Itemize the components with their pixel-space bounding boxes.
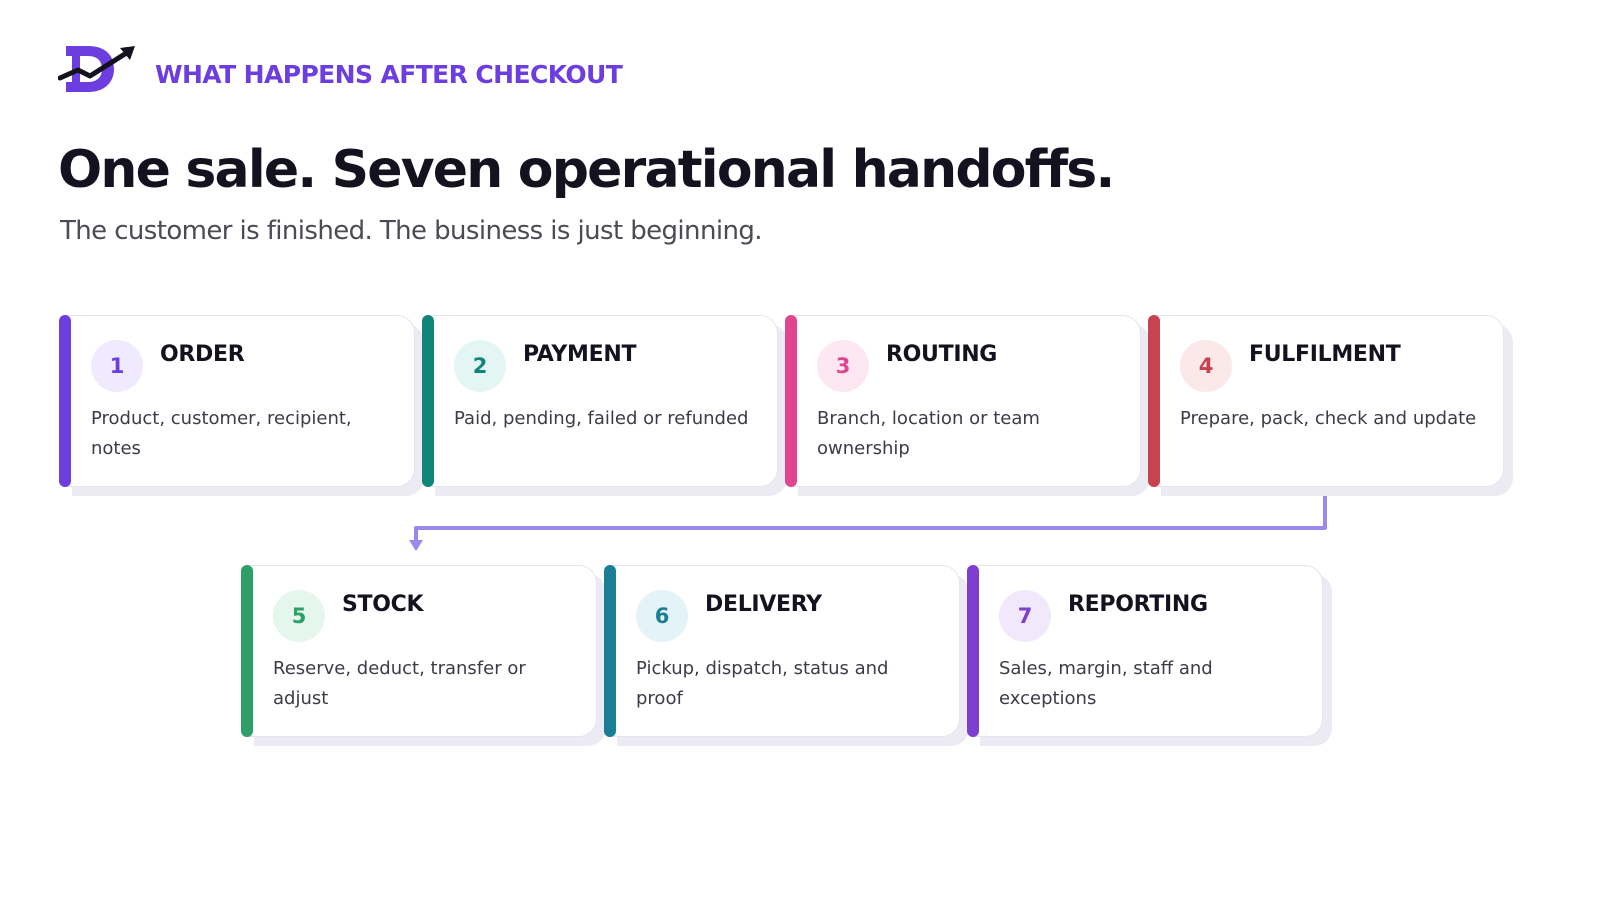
step-name: ORDER: [160, 342, 245, 367]
page-subtitle: The customer is finished. The business i…: [60, 216, 762, 246]
step-card-fulfilment: 4 FULFILMENT Prepare, pack, check and up…: [1148, 315, 1504, 487]
step-number-badge: 6: [636, 590, 688, 642]
eyebrow-label: WHAT HAPPENS AFTER CHECKOUT: [155, 60, 623, 89]
step-number-badge: 7: [999, 590, 1051, 642]
step-accent-bar: [241, 565, 253, 737]
step-accent-bar: [1148, 315, 1160, 487]
step-card-order: 1 ORDER Product, customer, recipient, no…: [59, 315, 415, 487]
step-description: Branch, location or team ownership: [817, 408, 1040, 459]
step-accent-bar: [785, 315, 797, 487]
step-name: STOCK: [342, 592, 424, 617]
step-card-routing: 3 ROUTING Branch, location or team owner…: [785, 315, 1141, 487]
arrow-into-5: [409, 540, 423, 551]
step-description: Product, customer, recipient, notes: [91, 408, 352, 459]
step-accent-bar: [422, 315, 434, 487]
page-title: One sale. Seven operational handoffs.: [58, 140, 1115, 200]
step-description: Paid, pending, failed or refunded: [454, 408, 749, 429]
step-number-badge: 4: [1180, 340, 1232, 392]
wrap-connector-4-to-5: [414, 492, 1327, 542]
brand-logo: [58, 46, 135, 92]
step-name: FULFILMENT: [1249, 342, 1401, 367]
step-accent-bar: [967, 565, 979, 737]
step-description: Reserve, deduct, transfer or adjust: [273, 658, 526, 709]
step-description: Pickup, dispatch, status and proof: [636, 658, 889, 709]
step-accent-bar: [59, 315, 71, 487]
step-number-badge: 2: [454, 340, 506, 392]
step-card-reporting: 7 REPORTING Sales, margin, staff and exc…: [967, 565, 1323, 737]
step-description: Sales, margin, staff and exceptions: [999, 658, 1213, 709]
step-number-badge: 5: [273, 590, 325, 642]
step-name: PAYMENT: [523, 342, 637, 367]
step-description: Prepare, pack, check and update: [1180, 408, 1477, 429]
step-card-payment: 2 PAYMENT Paid, pending, failed or refun…: [422, 315, 778, 487]
step-card-stock: 5 STOCK Reserve, deduct, transfer or adj…: [241, 565, 597, 737]
step-name: REPORTING: [1068, 592, 1208, 617]
step-name: ROUTING: [886, 342, 998, 367]
step-number-badge: 3: [817, 340, 869, 392]
step-card-delivery: 6 DELIVERY Pickup, dispatch, status and …: [604, 565, 960, 737]
step-name: DELIVERY: [705, 592, 822, 617]
step-accent-bar: [604, 565, 616, 737]
step-number-badge: 1: [91, 340, 143, 392]
